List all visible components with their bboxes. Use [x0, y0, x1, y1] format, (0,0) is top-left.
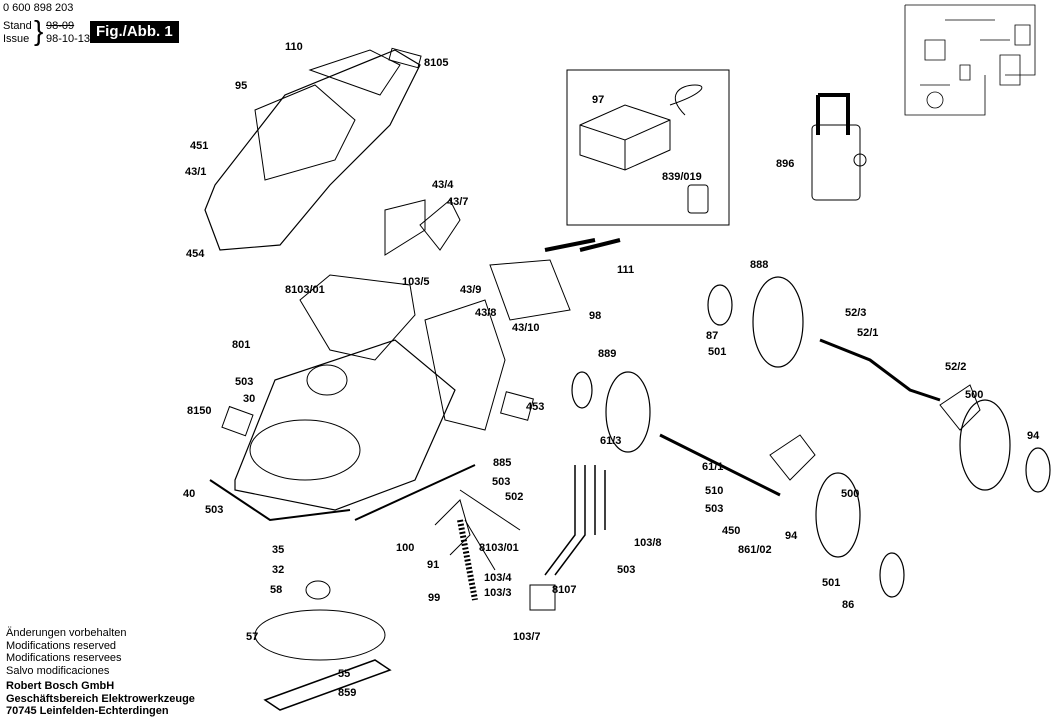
box-8103: [299, 274, 416, 361]
part-label: 501: [708, 346, 727, 358]
charger-box-frame: [566, 69, 730, 226]
part-label: 32: [272, 564, 285, 576]
plate-98: [489, 259, 571, 321]
part-8107: [529, 584, 556, 611]
part-label: 8105: [424, 57, 449, 69]
footer-line: Modifications reservees: [6, 652, 122, 664]
part-label: 103/3: [484, 587, 512, 599]
part-label: 95: [235, 80, 248, 92]
part-label: 451: [190, 140, 209, 152]
part-label: 503: [617, 564, 636, 576]
part-label: 503: [235, 376, 254, 388]
company-address: 70745 Leinfelden-Echterdingen: [6, 705, 169, 717]
blade-55: [263, 659, 392, 711]
part-label: 8103/01: [479, 542, 519, 554]
part-label: 52/2: [945, 361, 967, 373]
deck: [234, 339, 456, 511]
part-label: 52/3: [845, 307, 867, 319]
part-label: 839/019: [662, 171, 702, 183]
footer: Änderungen vorbehalten Modifications res…: [6, 627, 195, 718]
brace-icon: }: [34, 15, 44, 46]
footer-line: Modifications reserved: [6, 639, 117, 652]
charger: [579, 104, 671, 171]
hood: [204, 49, 421, 251]
part-label: 87: [706, 330, 719, 342]
part-label: 103/7: [513, 631, 541, 643]
footer-line: Änderungen vorbehalten: [6, 627, 127, 639]
battery-small: [687, 184, 709, 214]
part-label: 103/4: [484, 572, 512, 584]
part-label: 86: [842, 599, 855, 611]
axles: [659, 338, 941, 497]
figure-label: Fig./Abb. 1: [90, 21, 179, 43]
part-number: 0 600 898 203: [3, 2, 74, 14]
spring-99: [457, 519, 478, 601]
wheels: [571, 276, 1051, 598]
part-label: 98: [589, 310, 602, 322]
part-label: 61/3: [600, 435, 622, 447]
part-label: 43/10: [512, 322, 540, 334]
part-label: 103/5: [402, 276, 430, 288]
part-label: 450: [722, 525, 741, 537]
motor: [306, 364, 348, 396]
fan-57: [254, 609, 386, 661]
company-name: Robert Bosch GmbH: [6, 680, 115, 692]
footer-line: Salvo modificaciones: [6, 664, 110, 677]
part-label: 801: [232, 339, 251, 351]
part-label: 91: [427, 559, 440, 571]
part-label: 111: [617, 264, 635, 276]
stand-value: 98-09: [46, 20, 75, 32]
part-label: 500: [841, 488, 860, 500]
part-label: 454: [186, 248, 205, 260]
part-label: 8107: [552, 584, 577, 596]
part-label: 503: [205, 504, 224, 516]
part-label: 503: [705, 503, 724, 515]
part-label: 100: [396, 542, 415, 554]
part-label: 510: [705, 485, 724, 497]
part-8105: [388, 47, 422, 69]
part-label: 888: [750, 259, 769, 271]
part-label: 57: [246, 631, 259, 643]
part-label: 43/4: [432, 179, 454, 191]
part-label: 43/8: [475, 307, 497, 319]
part-label: 43/9: [460, 284, 482, 296]
part-label: 502: [505, 491, 524, 503]
wiring-schematic: [904, 4, 1036, 116]
part-label: 859: [338, 687, 357, 699]
part-label: 103/8: [634, 537, 662, 549]
part-label: 43/7: [447, 196, 469, 208]
part-label: 52/1: [857, 327, 879, 339]
part-label: 503: [492, 476, 511, 488]
part-label: 885: [493, 457, 512, 469]
part-label: 8150: [187, 405, 212, 417]
part-label: 61/1: [702, 461, 724, 473]
part-label: 58: [270, 584, 283, 596]
part-label: 501: [822, 577, 841, 589]
part-label: 55: [338, 668, 351, 680]
issue-value: 98-10-13: [46, 33, 91, 45]
part-label: 453: [526, 401, 545, 413]
part-label: 861/02: [738, 544, 772, 556]
part-label: 35: [272, 544, 285, 556]
part-label: 43/1: [185, 166, 207, 178]
part-label: 94: [1027, 430, 1040, 442]
issue-label: Issue: [3, 33, 30, 45]
part-label: 99: [428, 592, 441, 604]
stand-label: Stand: [3, 20, 32, 32]
part-label: 889: [598, 348, 617, 360]
part-label: 8103/01: [285, 284, 325, 296]
part-label: 110: [285, 41, 303, 53]
battery-pack: [811, 124, 861, 201]
part-label: 40: [183, 488, 196, 500]
spring-91: [434, 499, 471, 556]
cover-43-9: [424, 299, 506, 431]
part-label: 896: [776, 158, 795, 170]
part-label: 500: [965, 389, 984, 401]
part-label: 94: [785, 530, 798, 542]
part-label: 30: [243, 393, 256, 405]
part-label: 97: [592, 94, 605, 106]
company-division: Geschäftsbereich Elektrowerkzeuge: [6, 692, 195, 705]
